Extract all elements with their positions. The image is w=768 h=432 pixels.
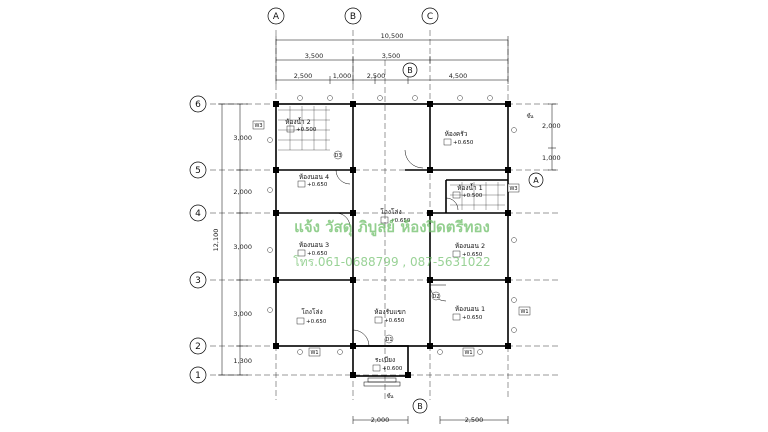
dim-overall-height: 12,100: [212, 229, 220, 252]
grid-label-6: 6: [195, 100, 201, 110]
grid-bubble-c: [421, 7, 439, 25]
dim-bottom-1: 2,000: [371, 416, 390, 424]
tag-window-1-a: W1: [310, 350, 318, 356]
tag-window-3-right: W3: [509, 186, 517, 192]
tag-door-3: D3: [334, 153, 341, 159]
grid-label-c: C: [427, 12, 433, 22]
room-porch: ระเบียง: [375, 356, 395, 364]
tag-door-1: D1: [385, 337, 392, 343]
room-bed4: ห้องนอน 4: [299, 173, 329, 181]
grid-label-5: 5: [195, 166, 201, 176]
room-hall-bottom: โถงโล่ง: [301, 308, 322, 316]
grid-bubble-1: [189, 366, 207, 384]
level-bed1: +0.650: [462, 315, 483, 321]
level-hall-bottom: +0.650: [306, 319, 327, 325]
level-bed3: +0.650: [307, 251, 328, 257]
grid-bubble-3: [189, 271, 207, 289]
dim-top-row2-3: 2,500: [367, 72, 386, 80]
stair-up-top: ขึ้น: [527, 111, 534, 120]
grid-bubble-4: [189, 204, 207, 222]
room-bed3: ห้องนอน 3: [299, 241, 329, 249]
section-label-top: B: [407, 66, 413, 75]
tag-window-3-left: W3: [254, 123, 262, 129]
room-living: ห้องรับแขก: [374, 308, 406, 316]
level-kitchen: +0.650: [453, 140, 474, 146]
grid-bubble-b: [344, 7, 362, 25]
dim-left-4: 3,000: [233, 310, 252, 318]
level-hall-top: +0.650: [390, 218, 411, 224]
grid-label-2: 2: [195, 342, 201, 352]
watermark-name: แจ้ง วัสดุ ภิบูลย์ ห้องปิดตรีทอง: [294, 218, 490, 237]
room-hall-top: โถงโล่ง: [380, 208, 401, 216]
dim-top-row2-4: 4,500: [449, 72, 468, 80]
level-bed2: +0.650: [462, 252, 483, 258]
section-mark-bottom: [412, 398, 428, 414]
level-living: +0.650: [384, 318, 405, 324]
stair-up-bottom: ขึ้น: [387, 391, 394, 400]
level-porch: +0.600: [382, 366, 403, 372]
room-bath1: ห้องน้ำ 1: [457, 183, 483, 192]
room-bath2: ห้องน้ำ 2: [285, 117, 311, 126]
dim-overall-width: 10,500: [381, 32, 404, 40]
dim-left-5: 1,300: [233, 357, 252, 365]
grid-label-b: B: [350, 12, 356, 22]
dim-top-row2-2: 1,000: [333, 72, 352, 80]
grid-bubble-5: [189, 161, 207, 179]
room-bed1: ห้องนอน 1: [455, 305, 485, 313]
level-bath1: +0.500: [462, 193, 483, 199]
room-bed2: ห้องนอน 2: [455, 242, 485, 250]
grid-label-a: A: [273, 12, 280, 22]
section-label-right: A: [533, 176, 539, 185]
level-bath2: +0.500: [296, 127, 317, 133]
grid-label-3: 3: [195, 276, 201, 286]
section-mark-top: [402, 62, 418, 78]
dim-top-row2-1: 2,500: [294, 72, 313, 80]
section-label-bottom: B: [417, 402, 423, 411]
tag-window-1-c: W1: [520, 309, 528, 315]
level-bed4: +0.650: [307, 182, 328, 188]
dim-left-3: 3,000: [233, 243, 252, 251]
section-mark-right: [528, 172, 544, 188]
grid-bubble-2: [189, 337, 207, 355]
tag-door-2: D2: [432, 294, 439, 300]
grid-label-1: 1: [195, 371, 201, 381]
dim-right-1: 2,000: [542, 122, 561, 130]
dim-bottom-2: 2,500: [465, 416, 484, 424]
dim-left-1: 3,000: [233, 134, 252, 142]
dim-top-row1-1: 3,500: [305, 52, 324, 60]
grid-bubble-6: [189, 95, 207, 113]
dim-top-row1-2: 3,500: [382, 52, 401, 60]
tag-window-1-b: W1: [464, 350, 472, 356]
room-kitchen: ห้องครัว: [445, 130, 468, 138]
grid-bubble-a: [267, 7, 285, 25]
dim-left-2: 2,000: [233, 188, 252, 196]
watermark-phone: โทร.061-0688799 , 087-5631022: [293, 255, 490, 269]
grid-label-4: 4: [195, 209, 201, 219]
dim-right-2: 1,000: [542, 154, 561, 162]
